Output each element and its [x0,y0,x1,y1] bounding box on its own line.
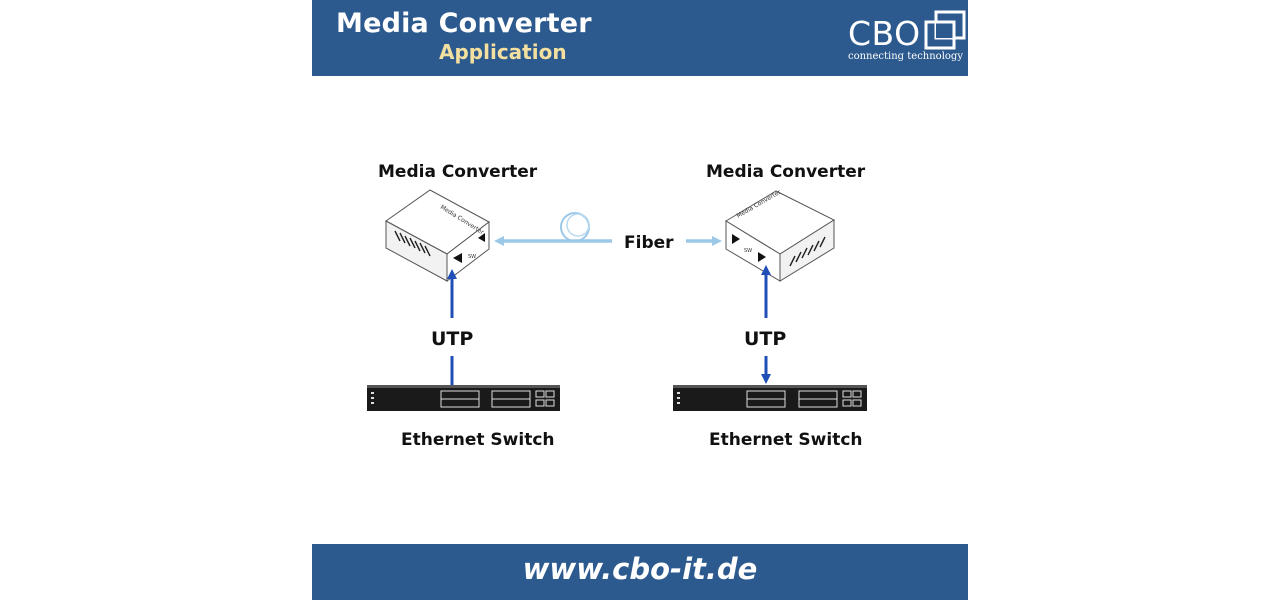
footer-url[interactable]: www.cbo-it.de [522,552,758,586]
header-banner: Media Converter Application CBO connecti… [312,0,968,76]
application-graphic: Media Converter Application CBO connecti… [312,0,968,600]
cbo-logo-icon [924,10,966,50]
network-diagram: Media Converter SW Media Converte [367,188,867,411]
left-ethernet-switch-icon [367,385,560,411]
right-media-converter-icon: Media Converter SW [725,188,836,282]
right-switch-label: Ethernet Switch [709,430,863,450]
left-utp-label: UTP [431,328,474,350]
header-subtitle: Application [439,40,567,64]
logo-tagline: connecting technology [848,51,963,62]
left-port-text: SW [468,254,476,260]
fiber-cable [494,212,722,246]
logo-text: CBO [848,14,921,53]
left-media-converter-icon: Media Converter SW [385,189,490,283]
right-ethernet-switch-icon [673,385,867,411]
fiber-label: Fiber [624,233,674,253]
right-media-converter-label: Media Converter [706,162,866,182]
left-switch-label: Ethernet Switch [401,430,555,450]
left-media-converter-label: Media Converter [378,162,538,182]
footer-banner: www.cbo-it.de [312,544,968,600]
header-title: Media Converter [336,8,592,39]
right-utp-label: UTP [744,328,787,350]
right-port-text: SW [744,248,752,254]
